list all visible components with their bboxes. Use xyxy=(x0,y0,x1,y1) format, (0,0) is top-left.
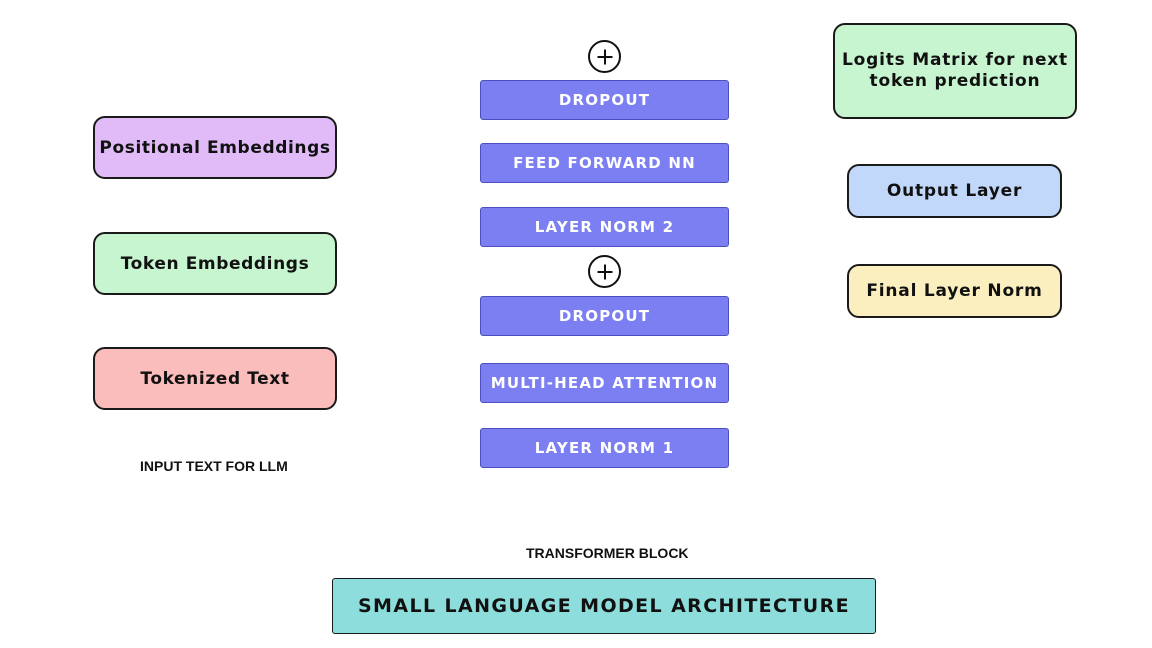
input-text-caption: INPUT TEXT FOR LLM xyxy=(140,458,288,474)
plus-circle-icon xyxy=(588,40,621,73)
final-layer-norm-box: Final Layer Norm xyxy=(847,264,1062,318)
feed-forward-layer: FEED FORWARD NN xyxy=(480,143,729,183)
multi-head-attention-layer: MULTI-HEAD ATTENTION xyxy=(480,363,729,403)
tokenized-text-box: Tokenized Text xyxy=(93,347,337,410)
plus-circle-icon xyxy=(588,255,621,288)
transformer-block-caption: TRANSFORMER BLOCK xyxy=(526,545,689,561)
dropout-layer-top: DROPOUT xyxy=(480,80,729,120)
output-layer-box: Output Layer xyxy=(847,164,1062,218)
token-embeddings-box: Token Embeddings xyxy=(93,232,337,295)
layer-norm-2: LAYER NORM 2 xyxy=(480,207,729,247)
dropout-layer-bottom: DROPOUT xyxy=(480,296,729,336)
layer-norm-1: LAYER NORM 1 xyxy=(480,428,729,468)
logits-matrix-box: Logits Matrix for next token prediction xyxy=(833,23,1077,119)
page-title: SMALL LANGUAGE MODEL ARCHITECTURE xyxy=(332,578,876,634)
positional-embeddings-box: Positional Embeddings xyxy=(93,116,337,179)
